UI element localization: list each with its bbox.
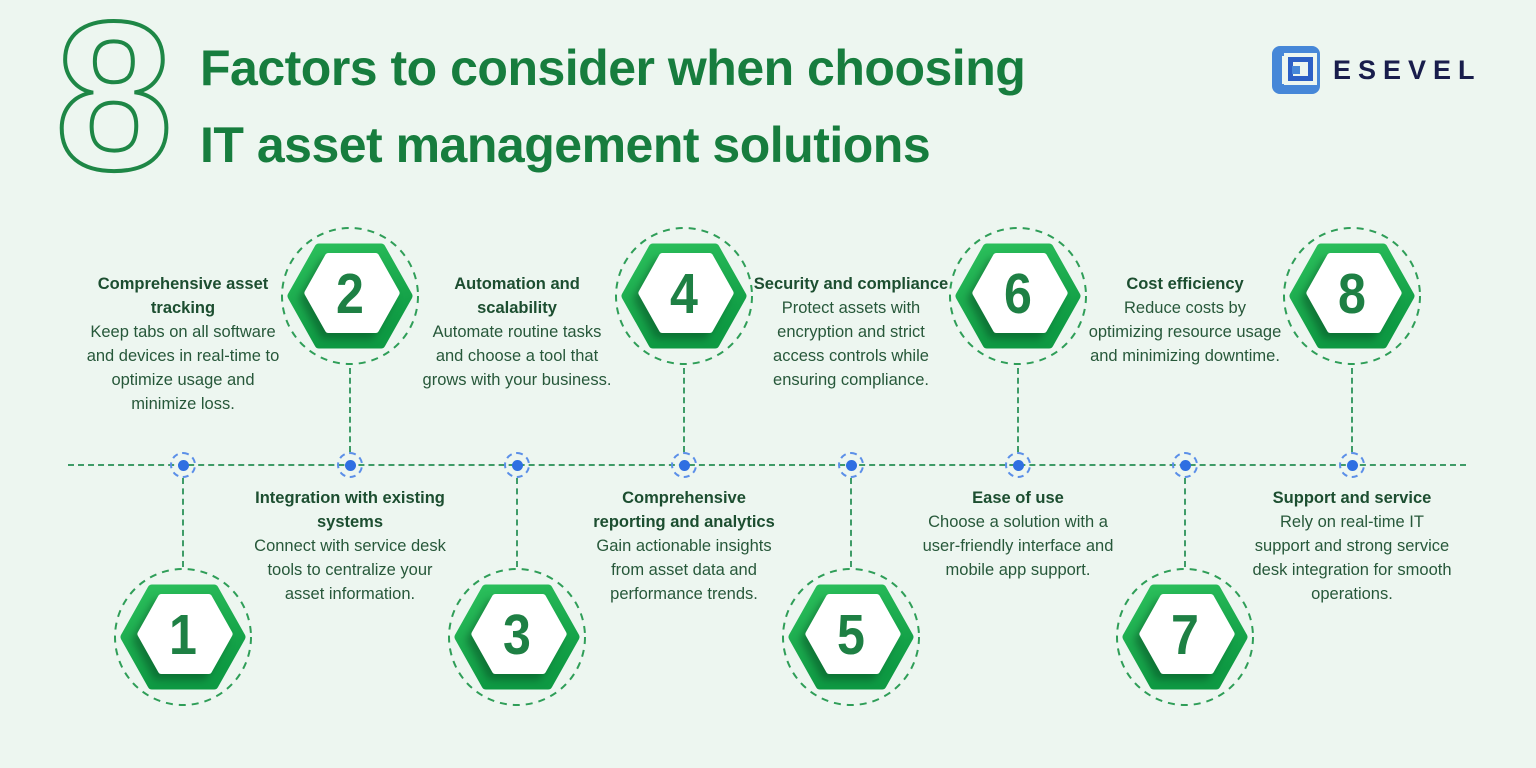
factor-text-1: Comprehensive asset tracking Keep tabs o… — [83, 272, 283, 416]
connector-line — [349, 368, 351, 452]
factor-text-3: Automation and scalability Automate rout… — [417, 272, 617, 392]
timeline-dot — [838, 452, 864, 478]
connector-line — [516, 478, 518, 567]
logo-dot — [1292, 66, 1300, 74]
hexagon-icon — [448, 568, 586, 706]
hexagon-icon — [1116, 568, 1254, 706]
factor-number: 8 — [1338, 261, 1366, 326]
hexagon-badge-6: 6 — [948, 226, 1088, 366]
factor-number: 7 — [1171, 602, 1199, 667]
hexagon-icon — [949, 227, 1087, 365]
factor-text-6: Ease of use Choose a solution with a use… — [918, 486, 1118, 582]
factor-number: 4 — [670, 261, 698, 326]
connector-line — [850, 478, 852, 567]
factor-text-2: Integration with existing systems Connec… — [250, 486, 450, 606]
factor-description: Choose a solution with a user-friendly i… — [922, 513, 1114, 579]
factor-description: Connect with service desk tools to centr… — [254, 537, 446, 603]
factor-description: Automate routine tasks and choose a tool… — [422, 323, 612, 389]
brand-name: ESEVEL — [1333, 54, 1482, 85]
timeline-dot — [1339, 452, 1365, 478]
hexagon-badge-4: 4 — [614, 226, 754, 366]
hexagon-badge-8: 8 — [1282, 226, 1422, 366]
brand-logo: ESEVEL — [1272, 46, 1482, 94]
factor-text-4: Comprehensive reporting and analytics Ga… — [584, 486, 784, 606]
page-title: Factors to consider when choosing IT ass… — [200, 30, 1026, 184]
factor-description: Keep tabs on all software and devices in… — [86, 323, 280, 413]
factor-description: Rely on real-time IT support and strong … — [1252, 513, 1452, 603]
connector-line — [1184, 478, 1186, 567]
connector-line — [1351, 368, 1353, 452]
factor-title: Ease of use — [972, 489, 1064, 507]
timeline-dot — [504, 452, 530, 478]
factor-title: Integration with existing systems — [255, 489, 445, 531]
factor-title: Comprehensive reporting and analytics — [593, 489, 775, 531]
timeline-dot — [170, 452, 196, 478]
hexagon-badge-1: 1 — [113, 567, 253, 707]
connector-line — [182, 478, 184, 567]
big-count-outline: 8 — [53, 0, 175, 214]
factor-title: Support and service — [1272, 489, 1432, 507]
timeline-dot — [1172, 452, 1198, 478]
factor-title: Security and compliance — [753, 275, 949, 293]
factor-text-8: Support and service Rely on real-time IT… — [1252, 486, 1452, 606]
factor-description: Protect assets with encryption and stric… — [773, 299, 929, 389]
hexagon-icon — [114, 568, 252, 706]
hexagon-badge-3: 3 — [447, 567, 587, 707]
factor-number: 1 — [169, 602, 197, 667]
factor-description: Reduce costs by optimizing resource usag… — [1088, 299, 1282, 365]
factor-number: 5 — [837, 602, 865, 667]
factor-text-5: Security and compliance Protect assets w… — [751, 272, 951, 392]
factor-title: Automation and scalability — [454, 275, 580, 317]
factor-title: Comprehensive asset tracking — [97, 275, 269, 317]
factor-description: Gain actionable insights from asset data… — [596, 537, 772, 603]
connector-line — [1017, 368, 1019, 452]
connector-line — [683, 368, 685, 452]
factor-number: 3 — [503, 602, 531, 667]
timeline-dot — [671, 452, 697, 478]
page-title-line2: IT asset management solutions — [200, 117, 931, 173]
timeline-dot — [1005, 452, 1031, 478]
hexagon-icon — [281, 227, 419, 365]
esevel-logo-icon — [1272, 46, 1320, 94]
timeline-line — [68, 464, 1466, 466]
hexagon-badge-2: 2 — [280, 226, 420, 366]
logo-outer-square — [1272, 46, 1320, 94]
page-title-line1: Factors to consider when choosing — [200, 40, 1026, 96]
factor-number: 2 — [336, 261, 364, 326]
hexagon-badge-7: 7 — [1115, 567, 1255, 707]
timeline-dot — [337, 452, 363, 478]
hexagon-icon — [1283, 227, 1421, 365]
logo-inner-square — [1288, 57, 1313, 81]
hexagon-icon — [615, 227, 753, 365]
factor-number: 6 — [1004, 261, 1032, 326]
hexagon-icon — [782, 568, 920, 706]
factor-title: Cost efficiency — [1126, 275, 1244, 293]
factor-text-7: Cost efficiency Reduce costs by optimizi… — [1085, 272, 1285, 368]
hexagon-badge-5: 5 — [781, 567, 921, 707]
